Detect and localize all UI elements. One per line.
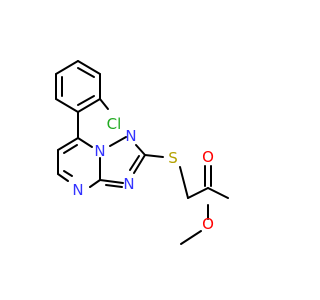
bond	[180, 230, 202, 245]
bond	[77, 60, 101, 75]
bond	[105, 184, 123, 188]
molecule-structure: Cl N N N N S O O	[55, 60, 229, 245]
side-chain	[144, 154, 229, 245]
atom-nitrogen-triazole-bottom: N	[123, 175, 134, 193]
bond	[55, 60, 79, 75]
bond	[187, 187, 209, 199]
bond	[63, 144, 78, 154]
triazole-ring	[99, 136, 146, 188]
bond	[63, 170, 73, 177]
bond	[77, 137, 93, 148]
atom-oxygen-ester: O	[202, 215, 214, 233]
bond	[129, 155, 140, 171]
bond	[179, 166, 189, 199]
atom-chlorine: Cl	[107, 115, 122, 133]
bond	[109, 136, 127, 147]
bond	[77, 67, 95, 78]
atom-sulfur: S	[168, 149, 178, 167]
bond	[77, 98, 101, 113]
atom-nitrogen-bridge: N	[94, 142, 105, 160]
bond	[144, 154, 164, 158]
atom-nitrogen-triazole-top: N	[125, 127, 136, 145]
bond	[133, 154, 146, 174]
atom-oxygen-carbonyl: O	[202, 148, 214, 166]
atom-nitrogen-pyrimidine: N	[72, 181, 83, 199]
bond	[57, 137, 79, 151]
molecule-canvas: Cl N N N N S O O	[55, 60, 229, 245]
bond	[77, 95, 95, 106]
bond	[207, 187, 229, 199]
bond	[135, 144, 146, 156]
bond	[89, 179, 101, 188]
bond	[55, 98, 79, 113]
chlorophenyl-ring	[55, 60, 109, 113]
bond	[99, 98, 109, 110]
bond	[57, 173, 69, 182]
pyrimidine-ring	[57, 137, 101, 188]
bond	[99, 179, 124, 184]
